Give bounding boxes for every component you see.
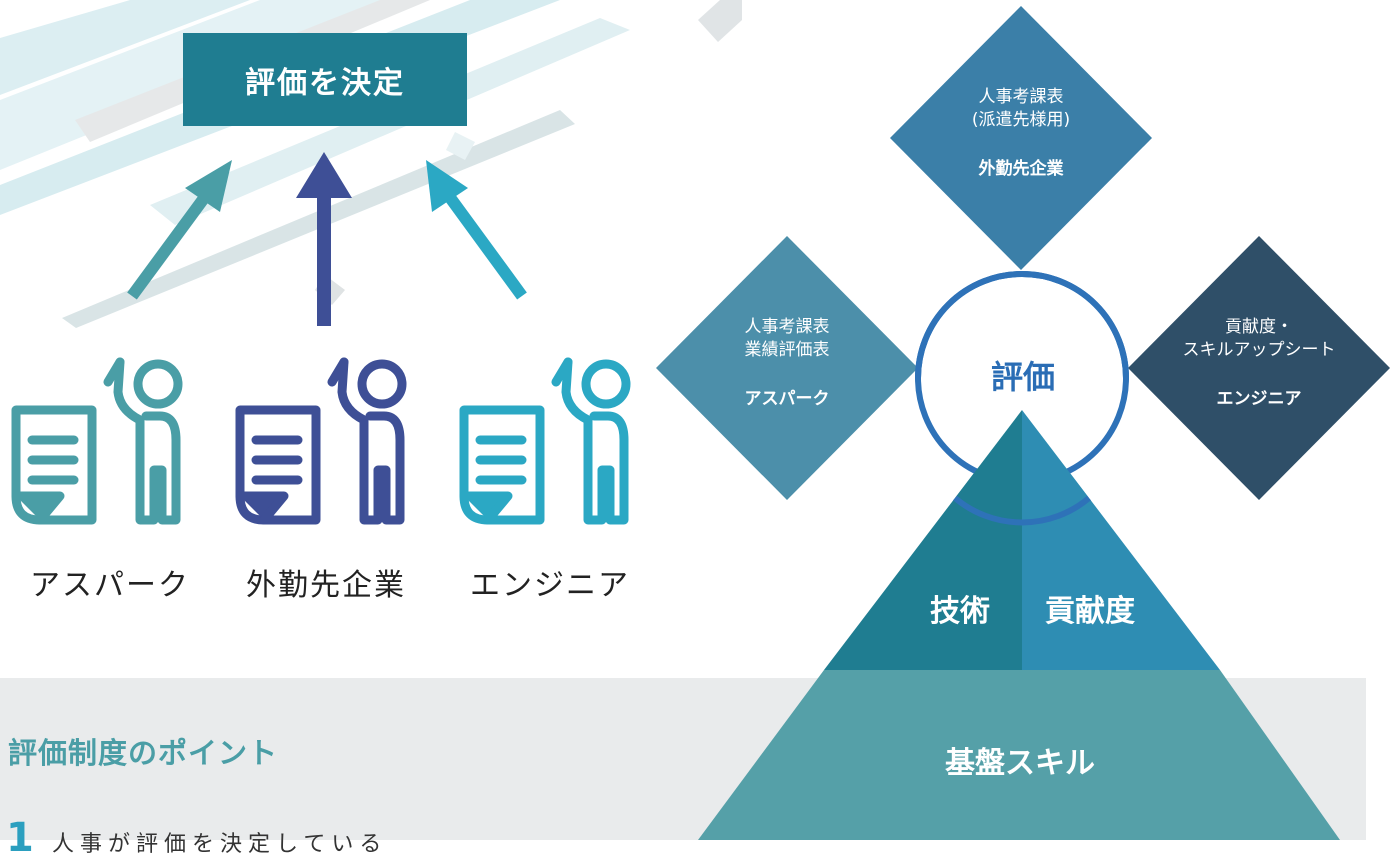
diamond-top-line2: (派遣先様用): [971, 110, 1071, 130]
document-fold-icon: [459, 491, 513, 525]
evaluator-label-engineer: エンジニア: [470, 568, 630, 603]
diamond-right-line1: 貢献度・: [1225, 317, 1293, 337]
document-fold-icon: [11, 491, 65, 525]
evaluator-label-client: 外勤先企業: [246, 568, 406, 603]
pyramid-right-label: 貢献度: [1045, 594, 1135, 629]
diamond-right: [1128, 236, 1390, 500]
evaluator-client-icons: [235, 357, 407, 525]
diamond-top: [890, 6, 1152, 270]
arrow-engineer: [426, 160, 527, 300]
pyramid-base: [698, 670, 1340, 840]
person-raising-hand-icon: [103, 357, 183, 525]
pyramid-left: [824, 410, 1022, 670]
evaluator-label-aspark: アスパーク: [30, 568, 190, 603]
evaluation-diagram: [656, 6, 1390, 840]
diamond-left-text: 人事考課表 業績評価表 アスパーク: [677, 316, 897, 409]
diamond-right-line2: スキルアップシート: [1182, 340, 1336, 360]
diamond-right-text: 貢献度・ スキルアップシート エンジニア: [1149, 316, 1369, 409]
person-raising-hand-icon: [551, 357, 631, 525]
evaluation-arrows: [127, 152, 527, 326]
diamond-top-text: 人事考課表 (派遣先様用) 外勤先企業: [911, 86, 1131, 179]
pyramid-right: [1022, 410, 1220, 670]
diamond-top-line1: 人事考課表: [978, 87, 1064, 107]
evaluator-aspark-icons: [11, 357, 183, 525]
arrow-aspark: [127, 160, 232, 300]
evaluator-engineer-icons: [459, 357, 631, 525]
pyramid-left-label: 技術: [930, 594, 990, 629]
diamond-right-owner: エンジニア: [1216, 389, 1302, 409]
diamond-left-owner: アスパーク: [744, 389, 830, 409]
document-fold-icon: [235, 491, 289, 525]
arrow-client-company: [296, 152, 352, 326]
diamond-left: [656, 236, 918, 500]
center-evaluation-label: 評価: [990, 358, 1055, 396]
decide-evaluation-box: 評価を決定: [183, 33, 467, 126]
diamond-left-line2: 業績評価表: [744, 340, 830, 360]
points-title: 評価制度のポイント: [8, 736, 279, 770]
evaluator-icons: [11, 357, 631, 525]
diamond-left-line1: 人事考課表: [744, 317, 830, 337]
diamond-top-owner: 外勤先企業: [978, 159, 1064, 179]
person-raising-hand-icon: [327, 357, 407, 525]
pyramid-base-label: 基盤スキル: [945, 746, 1095, 781]
